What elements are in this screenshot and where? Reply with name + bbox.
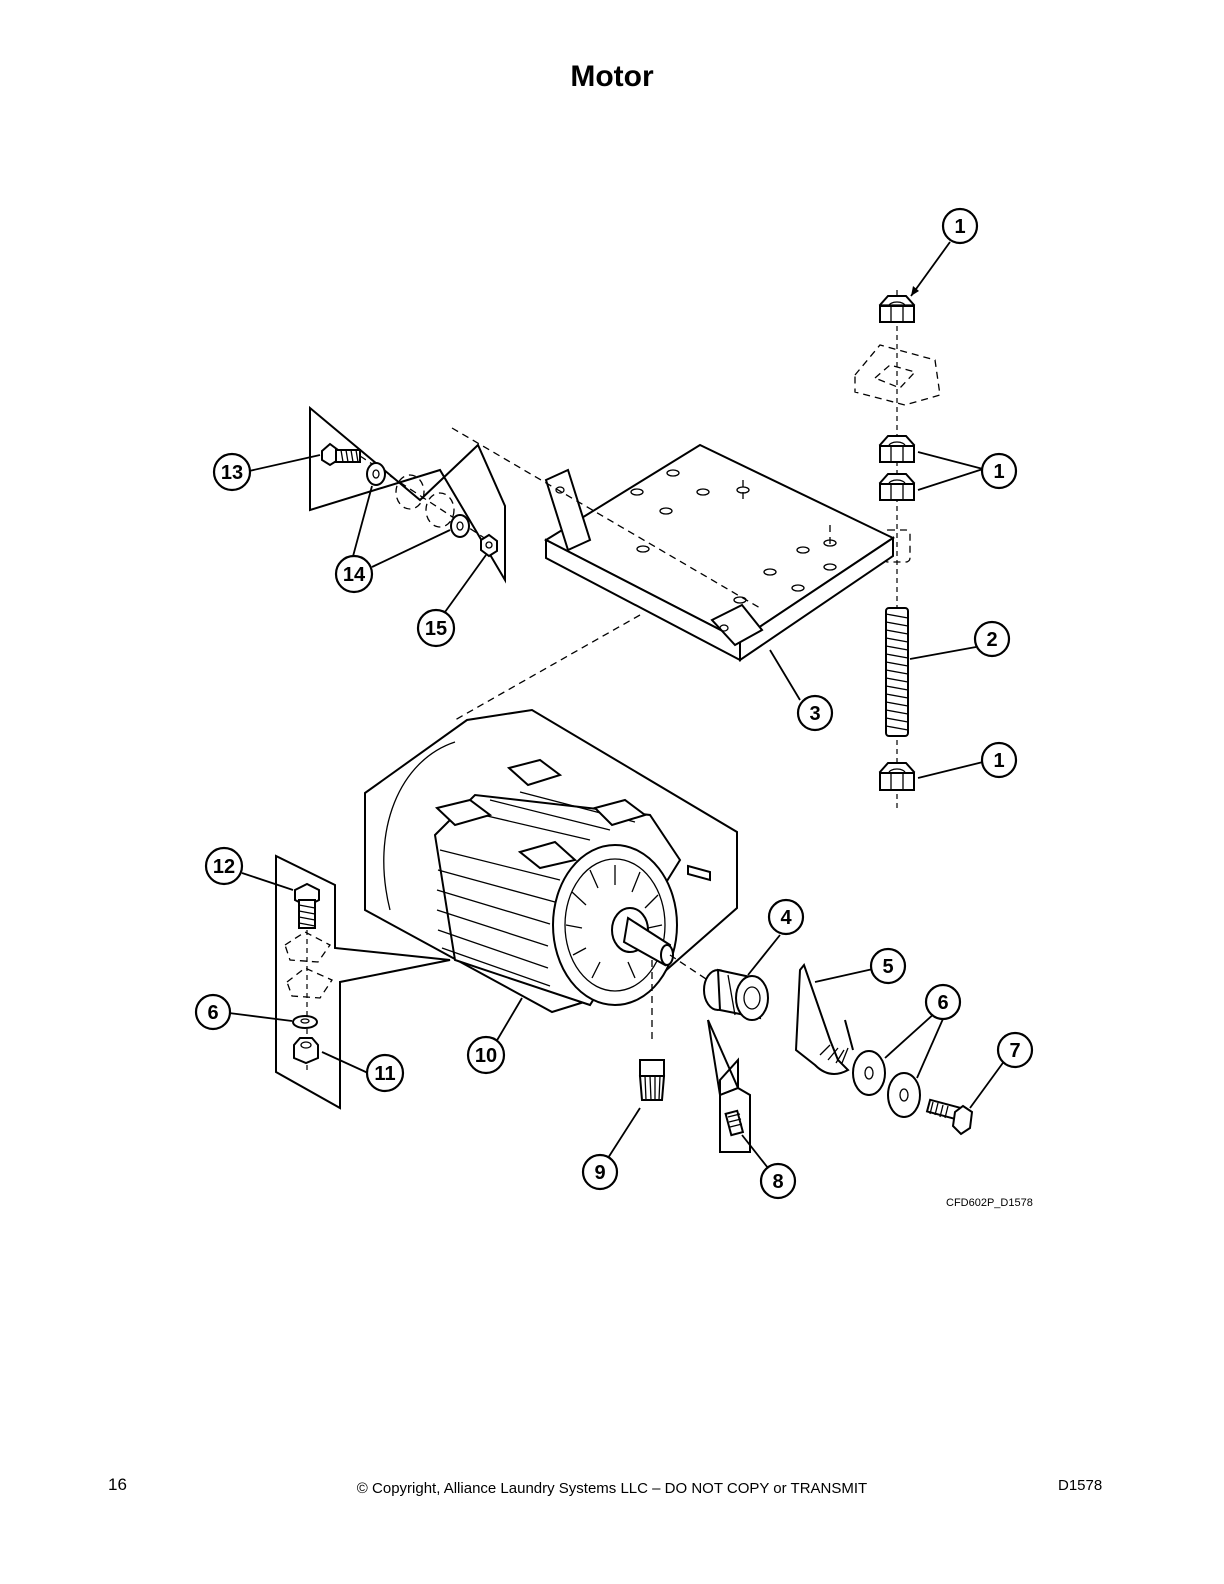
svg-text:1: 1 bbox=[954, 216, 965, 238]
callout-3: 3 bbox=[796, 694, 834, 732]
callout-10: 10 bbox=[466, 1035, 506, 1075]
svg-text:10: 10 bbox=[475, 1045, 497, 1067]
svg-text:6: 6 bbox=[207, 1002, 218, 1024]
pulley bbox=[703, 968, 769, 1021]
callout-13: 13 bbox=[212, 452, 252, 492]
callout-6-left: 6 bbox=[194, 993, 232, 1031]
svg-text:6: 6 bbox=[937, 992, 948, 1014]
cord-grip bbox=[638, 1059, 666, 1101]
svg-text:13: 13 bbox=[221, 462, 243, 484]
leader-lines bbox=[228, 241, 1006, 1169]
threaded-rod bbox=[885, 607, 909, 737]
callout-1-middle: 1 bbox=[980, 452, 1018, 490]
dashed-bracket bbox=[854, 344, 941, 406]
callout-15: 15 bbox=[416, 608, 456, 648]
svg-text:8: 8 bbox=[772, 1171, 783, 1193]
callout-7: 7 bbox=[996, 1031, 1034, 1069]
page-title: Motor bbox=[570, 60, 654, 93]
callout-2: 2 bbox=[973, 620, 1011, 658]
svg-text:15: 15 bbox=[425, 618, 447, 640]
hex-nut-bottom bbox=[878, 762, 916, 791]
svg-text:12: 12 bbox=[213, 856, 235, 878]
svg-text:9: 9 bbox=[594, 1162, 605, 1184]
copyright-notice: © Copyright, Alliance Laundry Systems LL… bbox=[356, 1480, 868, 1497]
svg-text:5: 5 bbox=[882, 956, 893, 978]
detail-box-lower-left bbox=[275, 854, 451, 1110]
bolt bbox=[925, 1098, 974, 1136]
svg-text:14: 14 bbox=[343, 564, 366, 586]
document-code: D1578 bbox=[1058, 1477, 1103, 1494]
drive-components bbox=[638, 962, 974, 1153]
svg-text:7: 7 bbox=[1009, 1040, 1020, 1062]
svg-text:4: 4 bbox=[780, 907, 792, 929]
callouts: 1 1 1 2 3 4 5 6 6 7 8 9 10 11 12 13 14 1… bbox=[194, 207, 1034, 1200]
belt bbox=[794, 962, 854, 1075]
callout-4: 4 bbox=[767, 898, 805, 936]
callout-1-top: 1 bbox=[941, 207, 979, 245]
callout-1-bottom: 1 bbox=[980, 741, 1018, 779]
callout-5: 5 bbox=[869, 947, 907, 985]
hex-nut-pair bbox=[878, 435, 916, 501]
svg-text:1: 1 bbox=[993, 750, 1004, 772]
screw bbox=[321, 442, 361, 467]
callout-8: 8 bbox=[759, 1162, 797, 1200]
motor-mounting-plate bbox=[451, 427, 896, 721]
motor bbox=[364, 708, 761, 1040]
callout-9: 9 bbox=[581, 1153, 619, 1191]
hex-nut-top bbox=[878, 295, 916, 323]
callout-6-right: 6 bbox=[924, 983, 962, 1021]
figure-id: CFD602P_D1578 bbox=[946, 1197, 1033, 1209]
svg-text:2: 2 bbox=[986, 629, 997, 651]
svg-text:3: 3 bbox=[809, 703, 820, 725]
callout-11: 11 bbox=[365, 1053, 405, 1093]
callout-12: 12 bbox=[204, 846, 244, 886]
svg-text:11: 11 bbox=[374, 1063, 395, 1085]
detail-box-upper-left bbox=[309, 405, 506, 584]
right-hardware-stack bbox=[854, 290, 941, 810]
page-number: 16 bbox=[108, 1475, 127, 1494]
callout-14: 14 bbox=[334, 554, 374, 594]
svg-text:1: 1 bbox=[993, 461, 1004, 483]
